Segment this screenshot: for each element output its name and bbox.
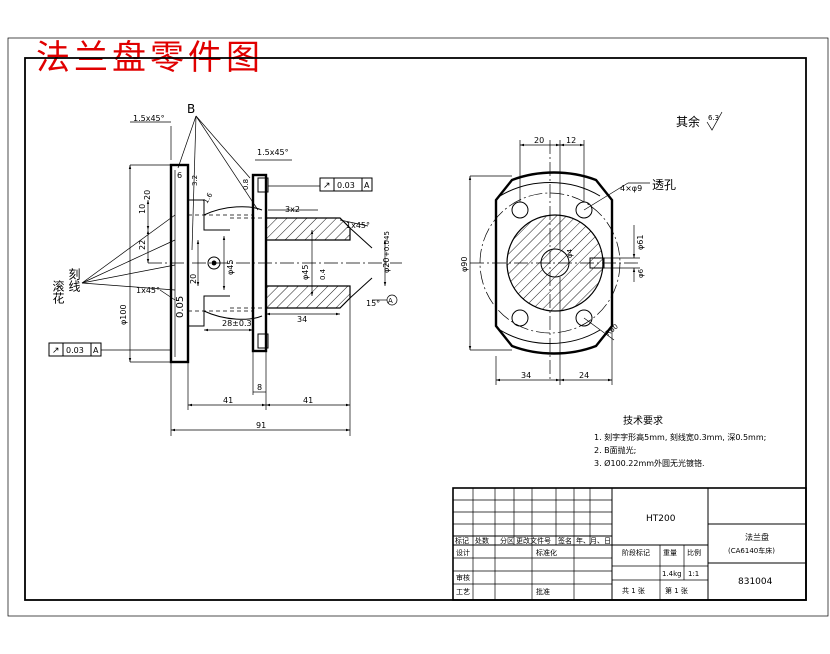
- front-section-view: ↗ 0.03 A ↗ 0.03 A A B 1.5x45° 1.5x45° 1x…: [48, 102, 402, 436]
- tube-wall-top: [265, 217, 351, 241]
- drawing-number: 831004: [738, 577, 773, 587]
- role-process: 工艺: [456, 588, 470, 596]
- dim-0-05: 0.05: [175, 296, 186, 318]
- hdr-date: 年、月、日: [576, 536, 611, 545]
- tol-value-upper: 0.03: [337, 181, 355, 190]
- role-review: 审核: [456, 573, 470, 582]
- scale-label: 比例: [687, 548, 701, 557]
- outer-border: [7, 37, 829, 617]
- side-dim-12: 12: [566, 136, 576, 145]
- side-view: 20 12 4×φ9 φ90 φ4 φ61 R60 φ6 34 24 透孔: [460, 136, 676, 385]
- stage-label: 阶段标记: [622, 548, 650, 557]
- approve-label: 批准: [536, 587, 550, 596]
- roughness-04: 0.4: [319, 268, 327, 280]
- dim-41-right: 41: [303, 396, 313, 405]
- side-outline: [494, 171, 614, 355]
- tol-symbol-lower: ↗: [52, 346, 60, 356]
- dim-20-top: 20: [143, 190, 152, 200]
- label-other: 其余: [676, 114, 700, 129]
- side-dim-phi4: φ4: [566, 248, 574, 258]
- tolerance-frame-lower: ↗ 0.03 A: [48, 342, 171, 357]
- inner-border: [24, 57, 807, 601]
- label-wheel-grind: 滚花: [51, 279, 65, 305]
- tube-wall-bottom: [265, 285, 351, 309]
- sheet-total: 共 1 张: [622, 586, 645, 595]
- technical-requirements: 技术要求 1. 刻字字形高5mm, 刻线宽0.3mm, 深0.5mm; 2. B…: [594, 414, 766, 468]
- side-dim-phi61: φ61: [636, 235, 645, 250]
- roughness-16: 1.6: [202, 191, 215, 205]
- weight-label: 重量: [663, 549, 677, 557]
- dim-34: 34: [297, 315, 307, 324]
- scale-value: 1:1: [688, 570, 699, 578]
- label-through-hole: 透孔: [652, 178, 676, 192]
- dim-91: 91: [256, 421, 266, 430]
- side-dim-34: 34: [521, 371, 531, 380]
- title-block: HT200 阶段标记 重量 比例 1.4kg 1:1 共 1 张 第 1 张 法…: [452, 487, 807, 601]
- sheet-no: 第 1 张: [665, 586, 688, 595]
- angle-15: 15°: [366, 299, 380, 308]
- roughness-note: 其余 6.3: [676, 111, 723, 131]
- hdr-file: 更改文件号: [516, 536, 551, 545]
- dim-6: 6: [177, 171, 182, 180]
- hdr-mark: 标记: [455, 536, 469, 545]
- dim-phi45: φ45: [226, 260, 235, 275]
- flange-plate: [169, 163, 190, 364]
- dim-phi20-tol: +0.045: [383, 231, 391, 257]
- side-dim-24: 24: [579, 371, 589, 380]
- dim-phi100: φ100: [119, 304, 128, 325]
- requirement-2: 2. B面抛光;: [594, 445, 636, 455]
- side-dim-phi6: φ6: [637, 268, 645, 278]
- tol-datum-upper: A: [364, 181, 370, 190]
- std-label: 标准化: [536, 548, 557, 557]
- tol-value-lower: 0.03: [66, 346, 84, 355]
- tolerance-frame-upper: ↗ 0.03 A: [319, 177, 373, 192]
- tol-symbol-upper: ↗: [323, 181, 331, 191]
- bolt-hole-4: [575, 309, 593, 327]
- requirements-heading: 技术要求: [623, 414, 663, 427]
- requirement-1: 1. 刻字字形高5mm, 刻线宽0.3mm, 深0.5mm;: [594, 432, 766, 442]
- side-dim-20: 20: [534, 136, 544, 145]
- dim-10: 10: [138, 204, 147, 214]
- roughness-08: 0.8: [242, 179, 250, 190]
- material: HT200: [646, 514, 676, 524]
- roughness-other-value: 6.3: [708, 114, 719, 122]
- role-design: 设计: [456, 548, 470, 557]
- part-sub: (CA6140车床): [728, 546, 775, 555]
- dim-28: 28±0.3: [222, 319, 252, 328]
- side-dim-phi90: φ90: [460, 257, 469, 272]
- dim-22: 22: [138, 240, 147, 250]
- weight-value: 1.4kg: [662, 570, 682, 578]
- datum-letter: A: [388, 297, 393, 305]
- dim-phi45b: φ45: [301, 265, 310, 280]
- roughness-32: 3.2: [191, 175, 199, 186]
- dim-phi20: φ20: [382, 258, 391, 273]
- side-dim-4xphi9: 4×φ9: [620, 184, 642, 193]
- part-name: 法兰盘: [745, 532, 769, 542]
- dim-20-mid: 20: [189, 274, 198, 284]
- chamfer-2: 1.5x45°: [257, 148, 289, 157]
- collar: [251, 173, 268, 353]
- hdr-sign: 签名: [558, 536, 572, 545]
- hdr-count: 处数: [475, 536, 489, 545]
- label-B: B: [187, 102, 195, 116]
- chamfer-1: 1.5x45°: [133, 114, 165, 123]
- chamfer-4: 1x45°: [136, 286, 160, 295]
- dim-3x2: 3x2: [285, 205, 300, 214]
- label-scribe: 刻线: [67, 268, 81, 292]
- hdr-zone: 分区: [500, 536, 514, 545]
- bolt-hole-3: [511, 309, 529, 327]
- chamfer-3: 1x45°: [346, 221, 370, 230]
- tol-datum-lower: A: [93, 346, 99, 355]
- dim-8: 8: [257, 383, 262, 392]
- hatched-ring: [506, 214, 604, 312]
- dim-41-left: 41: [223, 396, 233, 405]
- bolt-hole-1: [511, 201, 529, 219]
- requirement-3: 3. Ø100.22mm外圆无光镀铬.: [594, 458, 705, 468]
